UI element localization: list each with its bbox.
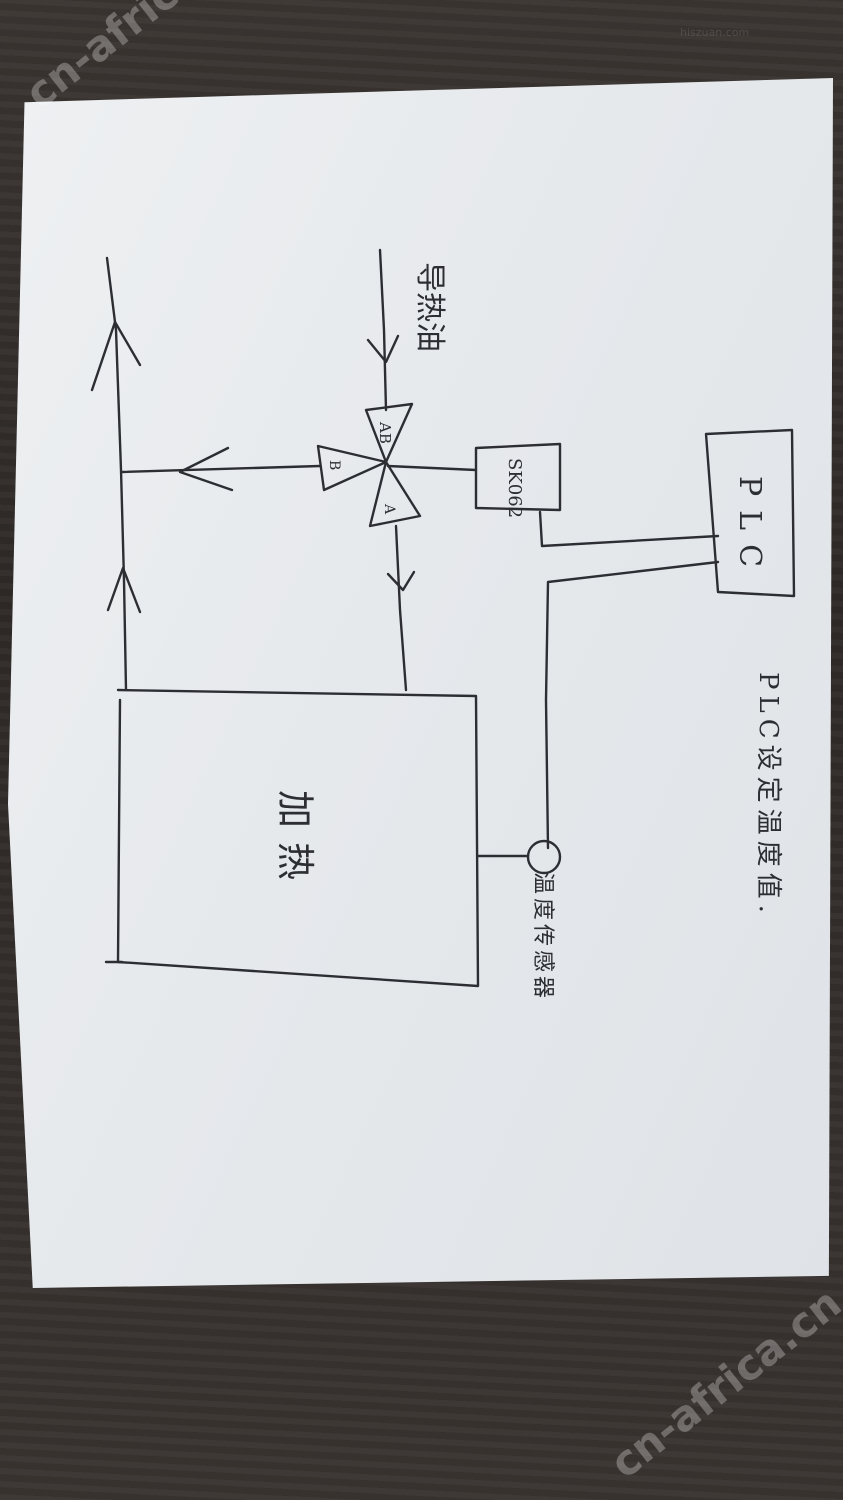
plc-box: [704, 428, 796, 598]
a-port-line: [394, 524, 408, 692]
heater-label: 加热: [273, 790, 317, 894]
return-arrow-bottom: [106, 566, 142, 614]
actuator-box: [474, 442, 562, 512]
valve-b-port: [316, 444, 388, 492]
a-port-arrow: [386, 570, 416, 592]
actuator-plc-line: [538, 510, 720, 548]
bypass-arrow: [178, 446, 234, 492]
actuator-label: SK062: [504, 458, 525, 518]
paper-sheet: [8, 78, 833, 1288]
sensor-circle: [526, 839, 562, 875]
return-line: [105, 256, 128, 692]
supply-arrow: [366, 334, 400, 364]
bypass-line: [120, 464, 322, 474]
valve-ab-port: [364, 402, 414, 464]
valve-a-port: [368, 460, 422, 528]
supply-line: [378, 248, 388, 412]
hot-oil-label: 导热油: [412, 262, 447, 352]
sensor-label: 温度传感器: [530, 872, 555, 1002]
plc-label: PLC: [732, 476, 767, 581]
port-b-label: B: [326, 460, 342, 470]
heater-box: [116, 688, 480, 988]
plc-note-label: PLC设定温度值.: [753, 672, 783, 919]
watermark-bottom: cn-africa.cn: [601, 1278, 843, 1488]
valve-actuator-link: [386, 464, 478, 472]
watermark-top: cn-africa.cn: [16, 0, 265, 118]
port-a-label: A: [381, 503, 397, 515]
port-ab-label: AB: [376, 421, 394, 444]
return-arrow-top: [90, 320, 142, 392]
plc-sensor-line: [544, 560, 720, 850]
watermark-corner: hiszuan.com: [680, 26, 749, 39]
